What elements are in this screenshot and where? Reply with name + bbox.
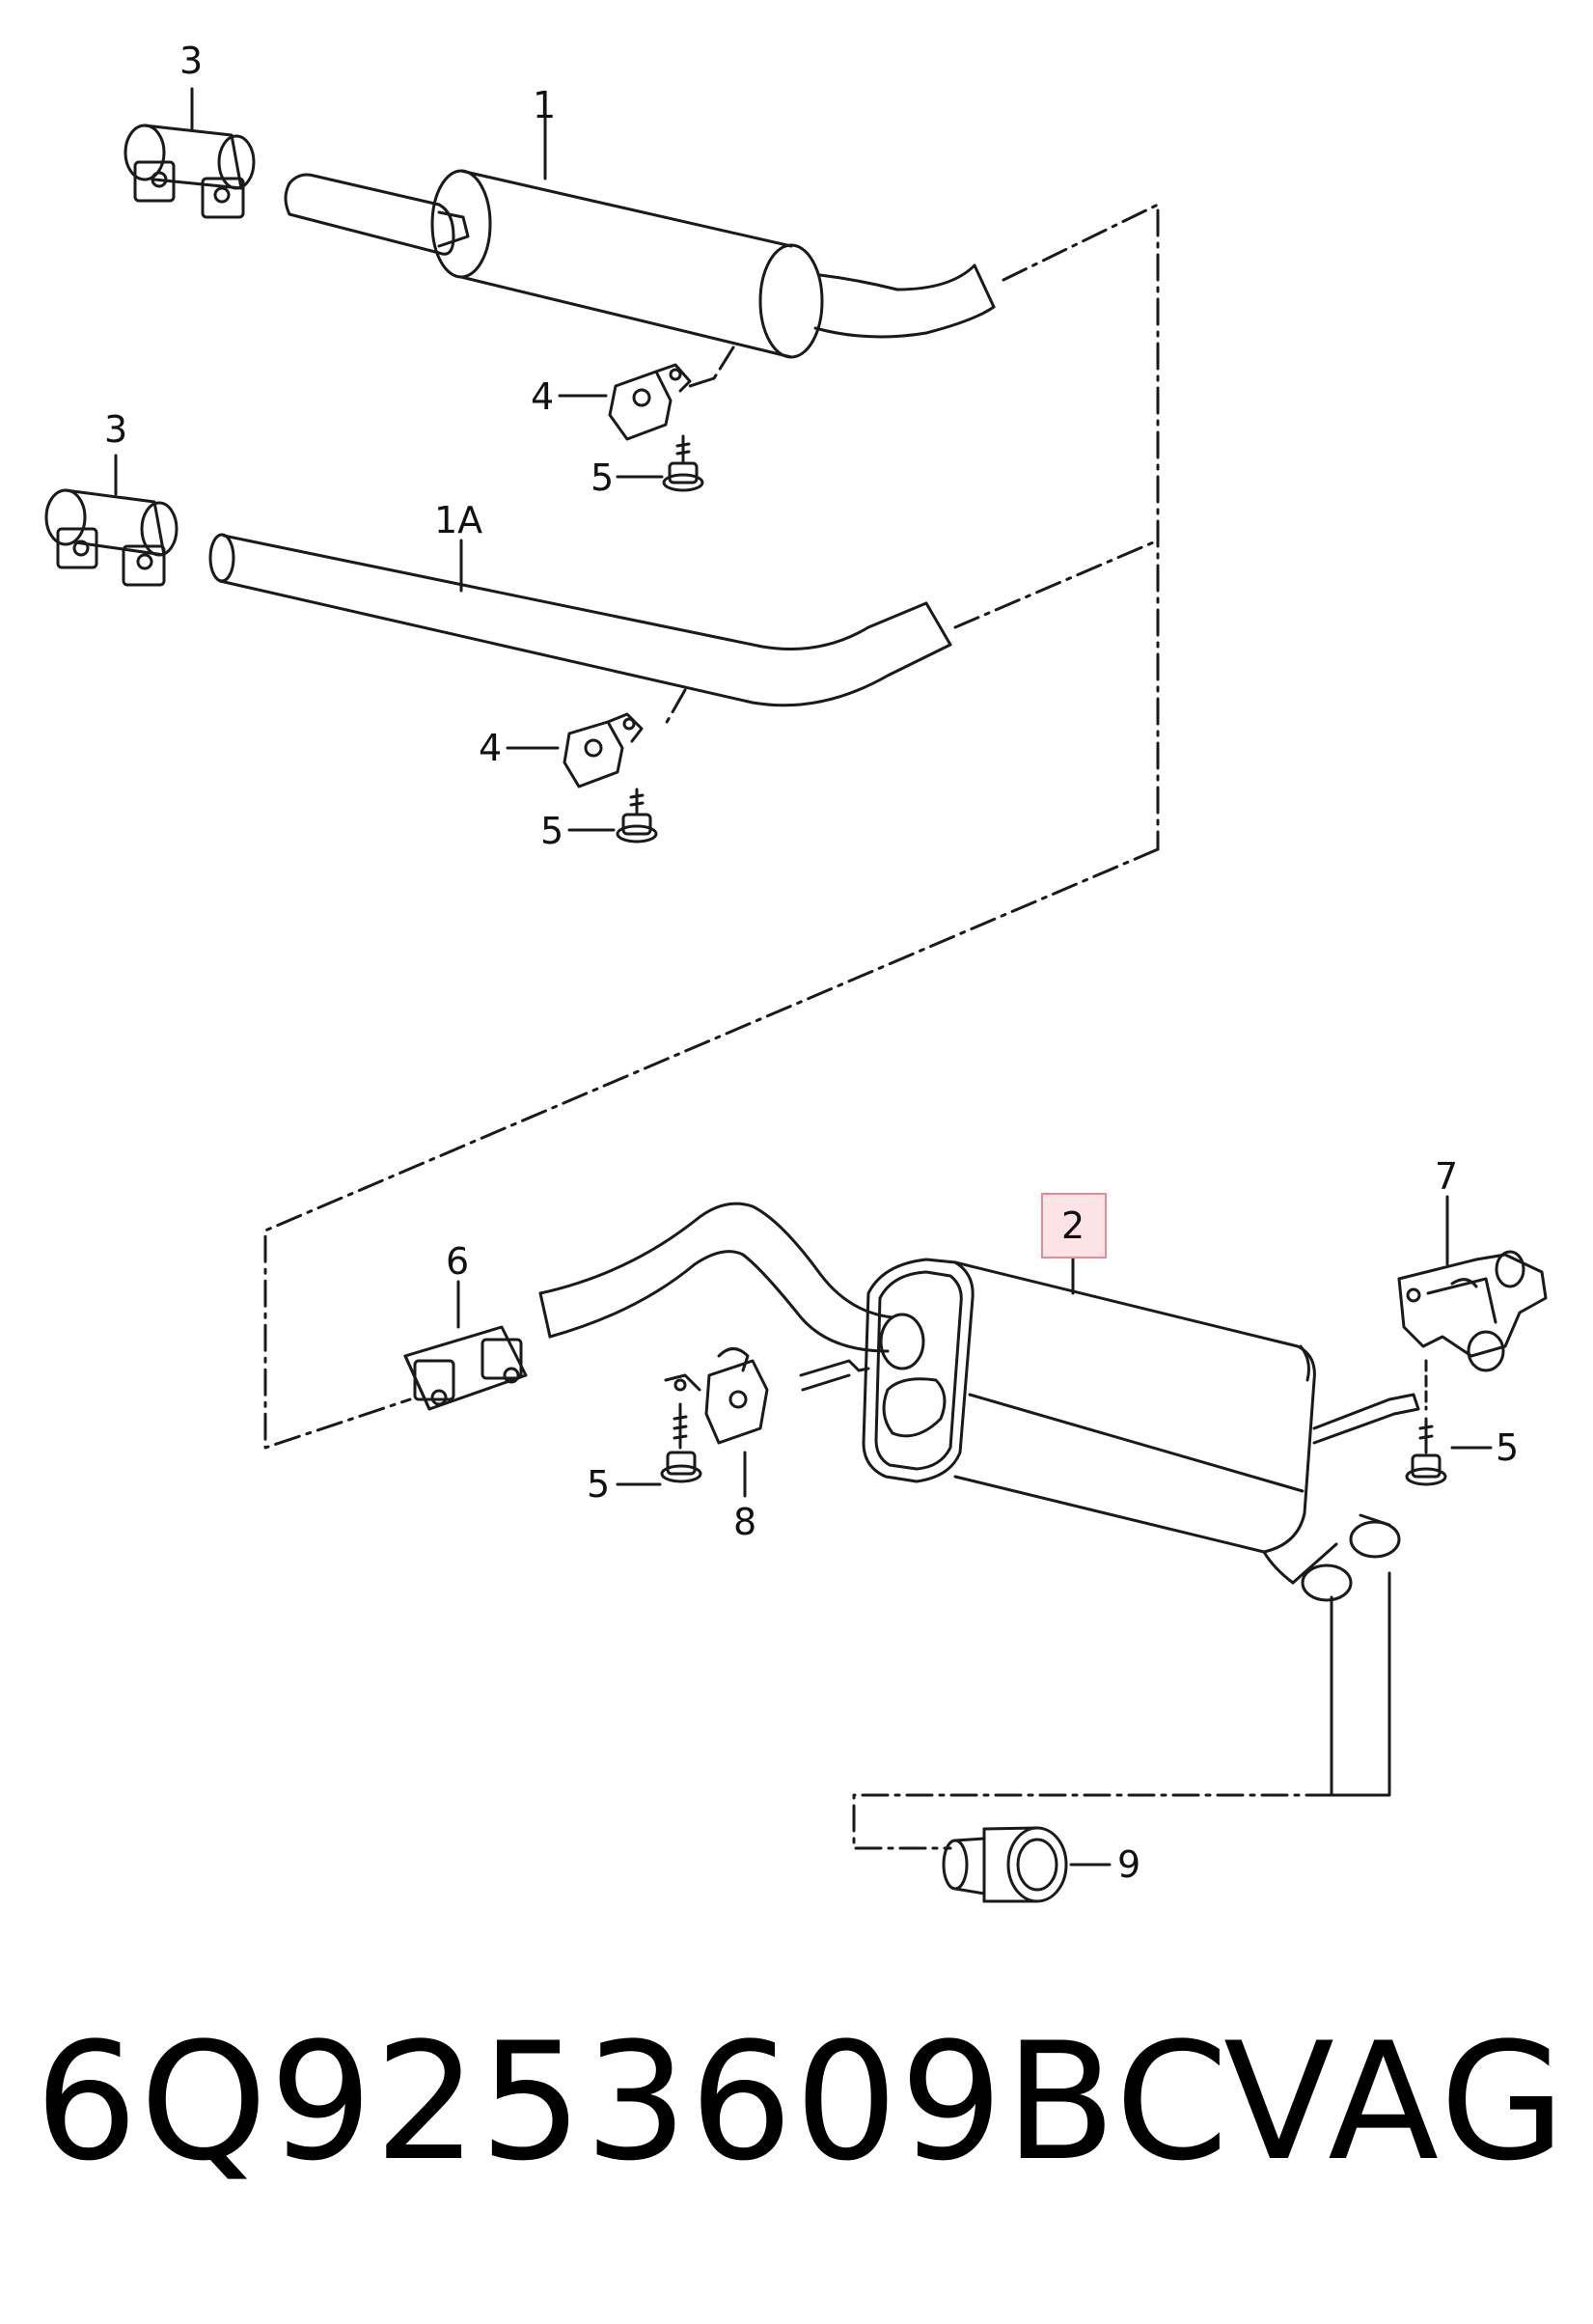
callout-1a: 1A: [434, 499, 482, 541]
highlight-box: [1041, 1193, 1107, 1259]
callout-5-top: 5: [591, 456, 614, 499]
brand-label: VAG: [1223, 2007, 1570, 2197]
bolt-middle: [616, 788, 658, 844]
callout-7: 7: [1435, 1155, 1458, 1198]
callout-2: 2: [1061, 1204, 1085, 1247]
dash-link-long: [263, 847, 1160, 1450]
clamp-lower: [403, 1325, 528, 1411]
intermediate-pipe: [208, 533, 952, 707]
tailpipe-guide-lines: [1330, 1571, 1391, 1797]
bolt-top: [662, 434, 704, 492]
callout-8: 8: [733, 1501, 756, 1543]
hanger-lower-left: [664, 1347, 769, 1445]
dash-link-middle: [664, 539, 1160, 726]
callout-6: 6: [446, 1240, 469, 1283]
callout-5-lower-left: 5: [587, 1463, 610, 1506]
dash-link-upper: [688, 203, 1160, 851]
rear-inlet-pipe: [538, 1202, 894, 1353]
callout-4-middle: 4: [479, 727, 502, 769]
part-number: 6Q9253609BC: [35, 2007, 1230, 2197]
hanger-top: [608, 363, 692, 441]
hanger-rod-left: [799, 1359, 870, 1392]
callout-9: 9: [1117, 1843, 1140, 1886]
hanger-middle: [563, 712, 644, 788]
clamp-middle: [44, 488, 179, 587]
caption-bar: 6Q9253609BC VAG: [0, 2007, 1593, 2258]
callout-3-top: 3: [179, 40, 203, 82]
hanger-rod-right: [1387, 1393, 1420, 1416]
rear-silencer: [862, 1258, 1401, 1602]
front-silencer: [284, 169, 996, 359]
dash-link-tailpipe: [852, 1793, 1333, 1850]
callout-5-middle: 5: [540, 810, 563, 852]
hanger-bracket-right: [1397, 1250, 1548, 1372]
bolt-right: [1405, 1359, 1447, 1486]
callout-1: 1: [533, 84, 556, 126]
callout-5-right: 5: [1496, 1426, 1519, 1469]
bolt-lower-left: [660, 1402, 702, 1483]
clamp-top: [124, 124, 256, 219]
callout-3-middle: 3: [104, 408, 127, 451]
tailpipe-trim: [942, 1826, 1068, 1903]
callout-4-top: 4: [531, 375, 554, 418]
